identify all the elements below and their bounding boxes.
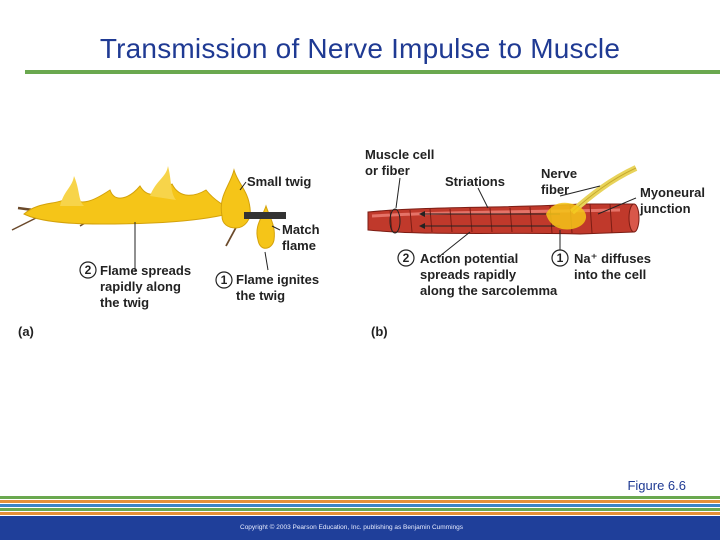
label-small-twig: Small twig: [247, 174, 311, 189]
footer-stripes: [0, 496, 720, 516]
slide-title: Transmission of Nerve Impulse to Muscle: [99, 33, 621, 64]
label-striations: Striations: [445, 174, 505, 189]
label-flame-spreads-3: the twig: [100, 295, 149, 310]
muscle-fiber: [367, 203, 639, 235]
panel-a-letter: (a): [18, 324, 34, 339]
panel-a-illustration: [11, 166, 286, 272]
flame-spread: [23, 183, 238, 225]
label-flame-spreads-1: Flame spreads: [100, 263, 191, 278]
label-na-diffuses-2: into the cell: [574, 267, 646, 282]
step-number-a1: 1: [221, 273, 228, 287]
flame-tongue: [60, 176, 84, 206]
label-muscle-cell-2: or fiber: [365, 163, 410, 178]
step-marker-a2: [79, 261, 97, 279]
myoneural-junction: [546, 202, 587, 230]
step-marker-a1: [215, 271, 233, 289]
match-stick: [244, 212, 286, 219]
flame-tongue: [150, 166, 176, 200]
label-flame: flame: [282, 238, 316, 253]
panel-b-letter: (b): [371, 324, 388, 339]
copyright-notice: Copyright © 2003 Pearson Education, Inc.…: [240, 524, 464, 531]
label-myoneural-1: Myoneural: [640, 185, 705, 200]
label-match: Match: [282, 222, 320, 237]
step-number-b2: 2: [403, 251, 410, 265]
label-muscle-cell-1: Muscle cell: [365, 147, 434, 162]
step-marker-b2: [397, 249, 415, 267]
label-flame-ignites-2: the twig: [236, 288, 285, 303]
label-flame-spreads-2: rapidly along: [100, 279, 181, 294]
step-number-b1: 1: [557, 251, 564, 265]
title-underline: [25, 70, 720, 74]
step-marker-b1: [551, 249, 569, 267]
label-na-diffuses-1: Na⁺ diffuses: [574, 251, 651, 266]
label-nerve-1: Nerve: [541, 166, 577, 181]
label-action-potential-3: along the sarcolemma: [420, 283, 558, 298]
fiber-end: [389, 208, 401, 234]
label-action-potential-1: Action potential: [420, 251, 518, 266]
ignition-flame: [220, 168, 251, 229]
step-number-a2: 2: [85, 263, 92, 277]
label-action-potential-2: spreads rapidly: [420, 267, 517, 282]
label-myoneural-2: junction: [639, 201, 691, 216]
figure-number: Figure 6.6: [627, 478, 686, 493]
footer-bar: [0, 516, 720, 540]
fiber-end: [628, 203, 640, 233]
panel-b-illustration: [367, 165, 640, 257]
label-flame-ignites-1: Flame ignites: [236, 272, 319, 287]
label-nerve-2: fiber: [541, 182, 569, 197]
